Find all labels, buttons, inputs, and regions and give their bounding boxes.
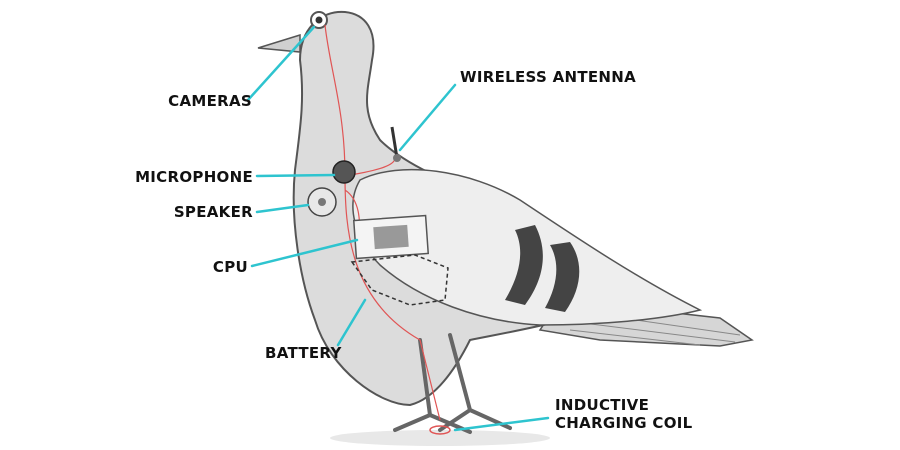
leader-speaker <box>255 203 310 214</box>
cpu-die <box>373 224 409 250</box>
leader-microphone <box>255 173 336 178</box>
antenna-base <box>393 154 401 162</box>
label-wireless-antenna: WIRELESS ANTENNA <box>460 68 637 86</box>
microphone-device <box>332 160 356 184</box>
wing-band-2 <box>545 242 580 312</box>
label-inductive-line2: CHARGING COIL <box>555 414 693 432</box>
label-cameras: CAMERAS <box>168 92 252 110</box>
leader-cpu <box>250 238 359 268</box>
battery-outline <box>350 254 449 306</box>
inductive-coil <box>429 425 451 435</box>
leader-lines <box>246 25 550 432</box>
label-cpu: CPU <box>212 258 248 276</box>
label-speaker: SPEAKER <box>173 203 253 221</box>
ground-shadow <box>330 430 550 446</box>
leader-inductive <box>453 416 550 432</box>
label-inductive-line1: INDUCTIVE <box>555 396 650 414</box>
camera-lens <box>315 16 323 24</box>
wing-band-1 <box>505 225 543 305</box>
label-inductive-charging-coil: INDUCTIVE CHARGING COIL <box>555 396 693 432</box>
label-battery: BATTERY <box>265 344 342 362</box>
pigeon-legs <box>393 333 512 434</box>
antenna-rod <box>390 126 399 159</box>
leader-battery <box>336 298 367 347</box>
leader-cameras <box>246 25 316 102</box>
leader-antenna <box>398 83 457 152</box>
speaker-center <box>318 198 326 206</box>
label-microphone: MICROPHONE <box>135 168 253 186</box>
